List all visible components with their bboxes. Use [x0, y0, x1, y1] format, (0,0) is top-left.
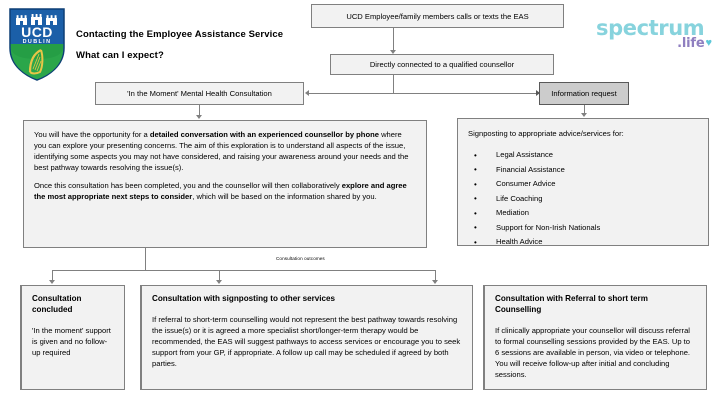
outcome-title: Consultation with signposting to other s… — [152, 294, 336, 303]
detail-paragraph-2: Once this consultation has been complete… — [34, 180, 416, 202]
run-text: where you can explore your presenting co… — [34, 130, 409, 172]
crest-icon: UCD DUBLIN — [9, 8, 65, 81]
connector-outcome-1-drop — [52, 270, 53, 280]
connector-outcome-2-drop — [219, 270, 220, 280]
arrowhead-to-in-the-moment — [305, 90, 309, 96]
connector-in-the-moment-down — [199, 105, 200, 115]
list-item: Mediation — [474, 206, 698, 221]
page-subtitle: What can I expect? — [76, 50, 164, 61]
connector-consultation-to-outcomes — [145, 248, 146, 270]
page-title: Contacting the Employee Assistance Servi… — [76, 29, 284, 40]
connector-connected-down — [393, 75, 394, 93]
arrowhead-entry-to-connected — [390, 50, 396, 54]
spectrum-life-logo: spectrum .life ♥ — [596, 17, 712, 57]
run-text-bold: explore and agree the most appropriate n… — [34, 181, 407, 201]
outcome-body: 'In the moment' support is given and no … — [32, 325, 111, 357]
svg-text:UCD: UCD — [21, 24, 53, 40]
outcome-body: If clinically appropriate your counsello… — [495, 325, 691, 379]
connector-split-bar — [309, 93, 539, 94]
connector-outcomes-bar — [52, 270, 435, 271]
spectrum-wordmark: spectrum — [596, 16, 705, 40]
arrowhead-in-the-moment-detail — [196, 115, 202, 119]
outcome-box-signposting-other-services: Consultation with signposting to other s… — [140, 285, 473, 390]
run-text-bold: detailed conversation with an experience… — [149, 130, 379, 139]
signposting-list: Legal Assistance Financial Assistance Co… — [468, 148, 698, 250]
connector-information-request-down — [584, 105, 585, 113]
outcome-title: Consultation with Referral to short term… — [495, 294, 648, 314]
list-item: Life Coaching — [474, 191, 698, 207]
flow-box-information-request[interactable]: Information request — [539, 82, 629, 105]
list-item: Support for Non-Irish Nationals — [474, 220, 698, 236]
connector-outcome-3-drop — [435, 270, 436, 280]
arrowhead-information-request-detail — [581, 113, 587, 117]
connector-label-consultation-outcomes: Consultation outcomes — [276, 256, 325, 261]
svg-text:DUBLIN: DUBLIN — [23, 39, 52, 45]
list-item: Legal Assistance — [474, 148, 698, 163]
flow-box-entry[interactable]: UCD Employee/family members calls or tex… — [311, 4, 564, 28]
outcome-body: If referral to short-term counselling wo… — [152, 314, 461, 368]
flow-box-in-the-moment-label: 'In the Moment' Mental Health Consultati… — [127, 89, 272, 98]
arrowhead-outcome-3 — [432, 280, 438, 284]
flow-box-entry-label: UCD Employee/family members calls or tex… — [346, 11, 529, 21]
flow-box-connected[interactable]: Directly connected to a qualified counse… — [330, 54, 554, 75]
flow-box-in-the-moment-consultation[interactable]: 'In the Moment' Mental Health Consultati… — [95, 82, 304, 105]
arrowhead-to-information-request — [536, 90, 540, 96]
detail-box-consultation: You will have the opportunity for a deta… — [23, 120, 427, 248]
outcome-box-referral-short-term-counselling: Consultation with Referral to short term… — [483, 285, 707, 390]
run-text: You will have the opportunity for a — [34, 130, 150, 139]
flow-box-information-request-label: Information request — [551, 89, 617, 98]
flow-box-connected-label: Directly connected to a qualified counse… — [369, 60, 515, 69]
detail-paragraph-1: You will have the opportunity for a deta… — [34, 129, 416, 173]
detail-box-signposting: Signposting to appropriate advice/servic… — [457, 118, 709, 250]
list-item: Consumer Advice — [474, 177, 698, 192]
connector-entry-to-connected — [393, 28, 394, 50]
arrowhead-outcome-2 — [216, 280, 222, 284]
arrowhead-outcome-1 — [49, 280, 55, 284]
outcome-title: Consultation concluded — [32, 294, 82, 314]
heart-icon: ♥ — [705, 37, 712, 49]
life-wordmark: .life — [677, 36, 705, 51]
list-item: Health Advice — [474, 235, 698, 250]
run-text: , which will be based on the information… — [192, 192, 377, 201]
outcome-box-consultation-concluded: Consultation concluded 'In the moment' s… — [20, 285, 125, 390]
signposting-lead: Signposting to appropriate advice/servic… — [468, 129, 624, 138]
ucd-dublin-crest-logo: UCD DUBLIN — [8, 6, 66, 82]
list-item: Financial Assistance — [474, 162, 698, 178]
run-text: Once this consultation has been complete… — [34, 181, 342, 190]
